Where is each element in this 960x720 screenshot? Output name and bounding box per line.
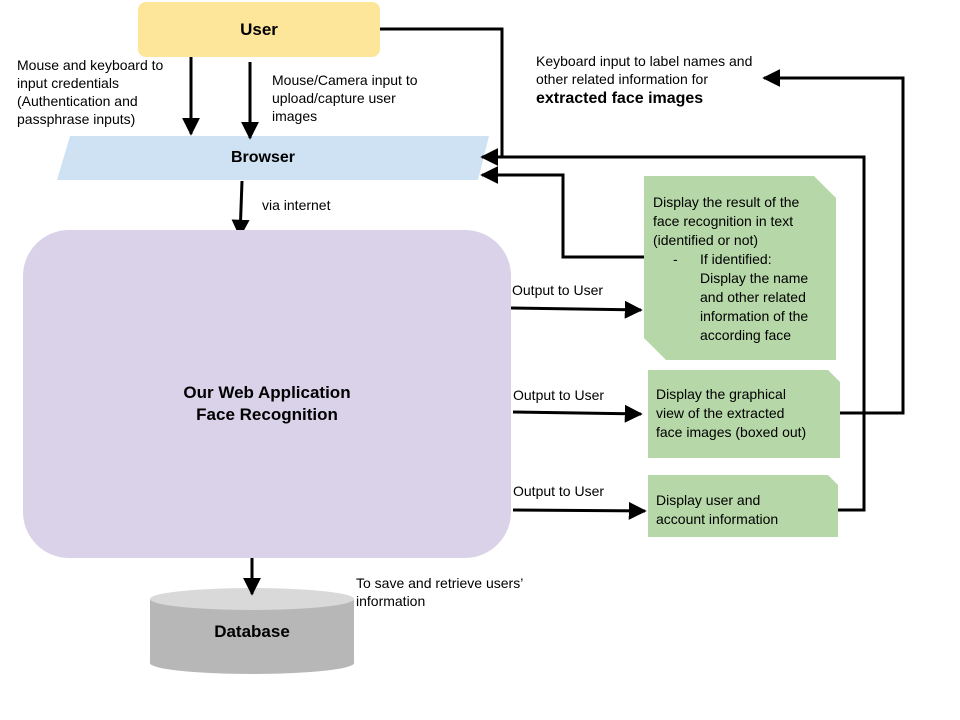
edge-label-keyboard-input: Keyboard input to label names and other … [536,52,752,110]
note-line: information of the [700,308,809,324]
edge-label-line: Keyboard input to label names and [536,53,753,69]
edge-label-line: passphrase inputs) [17,111,136,127]
note-graphical-view-shape [648,370,840,458]
edge-label-line: input credentials [17,75,119,91]
edge-label-output-2: Output to User [513,387,605,403]
note-account-info-text: Display user and account information [656,491,778,529]
note-line: Display the result of the [653,194,800,210]
edge-label-mouse-camera: Mouse/Camera input to upload/capture use… [272,71,418,125]
note-line: (identified or not) [653,232,759,248]
arrow-account-info-to-browser [480,148,866,512]
edge-label-mouse-keyboard: Mouse and keyboard to input credentials … [17,56,163,128]
browser-node-label: Browser [230,149,296,166]
edge-label-line: information [356,593,426,609]
edge-label-line: other related information for [536,71,708,87]
note-recognition-result-text: Display the result of the face recogniti… [653,193,799,250]
web-application-label-line2: Face Recognition [196,405,338,424]
note-line: If identified: [700,251,772,267]
note-line: account information [656,511,779,527]
web-application-label-line1: Our Web Application [183,383,351,402]
note-line: according face [700,327,792,343]
note-line: Display the name [700,270,809,286]
arrow-output-1 [510,300,643,319]
note-recognition-result-shape [644,176,836,360]
edge-label-line: images [272,108,318,124]
database-node-label: Database [214,622,290,641]
note-recognition-result-bullet: If identified: Display the name and othe… [700,250,808,345]
browser-shape [57,136,489,180]
arrow-output-3 [512,501,647,520]
edge-label-line: (Authentication and [17,93,138,109]
user-node: User [138,2,380,57]
web-application-node [23,230,511,558]
note-graphical-view-text: Display the graphical view of the extrac… [656,385,806,442]
edge-label-line: Mouse/Camera input to [272,72,418,88]
arrow-graphical-view-to-keyboard-label [762,69,905,415]
note-line: face recognition in text [653,213,794,229]
note-line: Display user and [656,492,761,508]
arrow-result-to-browser [480,166,644,259]
arrow-browser-to-webapp [231,180,250,238]
web-application-label: Our Web Application Face Recognition [23,382,511,426]
arrow-output-2 [512,404,643,423]
database-top-shape [150,588,354,610]
user-node-label: User [240,19,278,39]
edge-label-line: To save and retrieve users’ [356,575,524,591]
note-line: face images (boxed out) [656,424,807,440]
note-bullet-marker: - [673,251,678,267]
edge-label-line: upload/capture user [272,90,396,106]
note-account-info-shape [648,475,838,537]
note-line: and other related [700,289,806,305]
edge-label-line-bold: extracted face images [536,90,704,107]
line-user-to-browser-right [380,27,504,157]
note-line: Display the graphical [656,386,786,402]
edge-label-via-internet: via internet [262,197,331,213]
edge-label-output-3: Output to User [513,483,605,499]
database-shape [150,599,354,674]
note-line: view of the extracted [656,405,785,421]
edge-label-line: Mouse and keyboard to [17,57,164,73]
edge-label-output-1: Output to User [512,282,604,298]
edge-label-save-retrieve: To save and retrieve users’ information [356,574,523,610]
